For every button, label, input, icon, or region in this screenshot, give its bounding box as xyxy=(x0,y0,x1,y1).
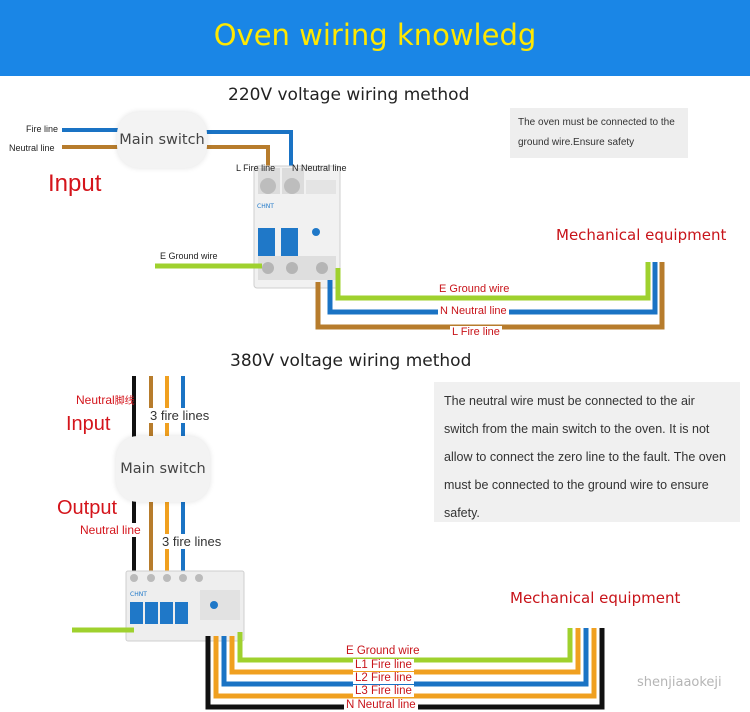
circuit-breaker-380: CHNT xyxy=(125,570,245,642)
out-l3-label-380: L3 Fire line xyxy=(353,685,414,697)
out-ground-label-380: E Ground wire xyxy=(344,645,422,657)
neutral-bottom-label: Neutral line xyxy=(78,523,143,537)
n-neutral-line-label: N Neutral line xyxy=(292,163,347,173)
switch-to-breaker-fire xyxy=(205,130,293,168)
section-220-title: 220V voltage wiring method xyxy=(228,85,470,105)
watermark: shenjiaaokeji xyxy=(637,675,722,690)
header-banner xyxy=(0,0,750,76)
mechanical-equipment-220: Mechanical equipment xyxy=(556,226,727,244)
main-switch-380: Main switch xyxy=(116,436,210,502)
neutral-line-label: Neutral line xyxy=(9,143,55,153)
section-380-title: 380V voltage wiring method xyxy=(230,351,472,371)
switch-to-breaker-neutral xyxy=(205,145,270,168)
e-ground-wire-label: E Ground wire xyxy=(160,251,218,261)
note-220: The oven must be connected to the ground… xyxy=(510,108,688,158)
output-label-380: Output xyxy=(57,497,118,519)
page-title: Oven wiring knowledg xyxy=(213,18,537,52)
neutral-top-label: Neutral脚线 xyxy=(76,393,135,407)
input-label-220: Input xyxy=(48,170,102,197)
out-l1-label-380: L1 Fire line xyxy=(353,659,414,671)
out-l2-label-380: L2 Fire line xyxy=(353,672,414,684)
breaker-brand-380: CHNT xyxy=(130,591,147,598)
fire-line-label: Fire line xyxy=(26,124,59,134)
mechanical-equipment-380: Mechanical equipment xyxy=(510,589,681,607)
l-fire-line-label: L Fire line xyxy=(236,163,276,173)
note-380: The neutral wire must be connected to th… xyxy=(434,382,740,522)
main-switch-220: Main switch xyxy=(117,112,207,168)
out-neutral-label-380: N Neutral line xyxy=(344,699,418,711)
input-label-380: Input xyxy=(66,413,111,435)
out-fire-label-220: L Fire line xyxy=(450,326,502,338)
fire-lines-top-label: 3 fire lines xyxy=(148,408,212,423)
out-ground-label-220: E Ground wire xyxy=(437,283,512,295)
breaker-brand: CHNT xyxy=(257,203,274,210)
fire-lines-bottom-label: 3 fire lines xyxy=(160,534,224,549)
circuit-breaker-220: CHNT xyxy=(253,165,341,289)
out-neutral-label-220: N Neutral line xyxy=(438,305,509,317)
